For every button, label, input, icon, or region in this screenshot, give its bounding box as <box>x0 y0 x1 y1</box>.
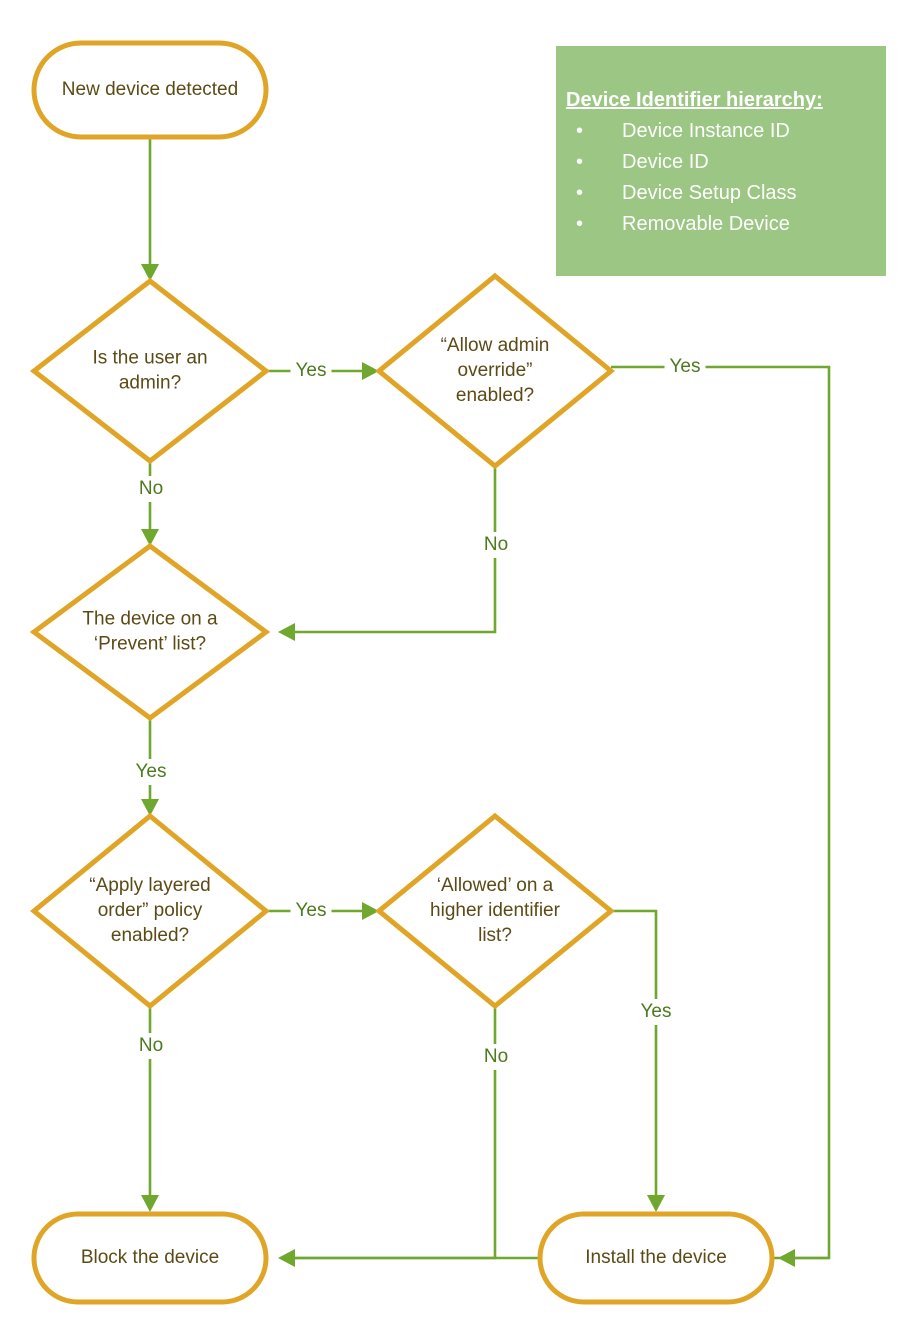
decision-diamond <box>30 812 270 1010</box>
edge-arrowhead-right <box>362 362 379 380</box>
node-label: The device on a‘Prevent’ list? <box>82 609 218 655</box>
edge-label-higher-identifier-yes: Yes <box>641 1001 672 1022</box>
node-label: Block the device <box>81 1247 219 1268</box>
decision-diamond <box>29 542 271 722</box>
edge-label-higher-identifier-no: No <box>484 1046 508 1067</box>
legend-bullet-icon: • <box>576 120 583 142</box>
edge-start-to-is-admin <box>141 137 159 281</box>
legend-layer: Device Identifier hierarchy: • Device Inst… <box>556 46 886 276</box>
legend-item-1: Device ID <box>622 151 709 173</box>
edge-arrowhead-down <box>141 799 159 816</box>
edge-label-backdrop <box>635 999 677 1025</box>
legend-item-0: Device Instance ID <box>622 120 790 142</box>
edge-label-layered-order-yes: Yes <box>296 900 327 921</box>
edge-label-backdrop <box>290 358 332 384</box>
edge-path <box>284 365 831 1260</box>
legend-bullet-icon: • <box>576 151 583 173</box>
edge-label-backdrop <box>481 1044 511 1070</box>
edge-label-prevent-list-yes: Yes <box>136 761 167 782</box>
edge-label-layered-order-no: No <box>139 1035 163 1056</box>
edge-is-admin-no <box>141 461 159 546</box>
edge-arrowhead-left <box>278 1249 295 1267</box>
terminator-shape <box>31 1211 269 1305</box>
legend-background <box>556 46 886 276</box>
legend-item-2: Device Setup Class <box>622 182 797 204</box>
edge-label-backdrop <box>290 898 332 924</box>
edge-arrowhead-down <box>647 1195 665 1212</box>
edge-arrowhead-down <box>141 264 159 281</box>
edge-label-backdrop <box>136 476 166 502</box>
decision-diamond <box>29 277 271 465</box>
edge-arrowhead-down <box>141 529 159 546</box>
edge-label-backdrop <box>664 354 706 380</box>
legend-bullet-icon: • <box>576 213 583 235</box>
edge-label-backdrop <box>130 759 172 785</box>
node-install: Install the device <box>537 1211 775 1305</box>
edge-arrowhead-down <box>141 1195 159 1212</box>
terminator-shape <box>537 1211 775 1305</box>
edge-path <box>284 1006 497 1260</box>
legend-bullet-icon: • <box>576 182 583 204</box>
edge-label-admin-override-no: No <box>484 534 508 555</box>
edge-higher-identifier-yes <box>611 909 665 1212</box>
edge-admin-override-yes-arrow <box>778 1249 829 1267</box>
edge-label-backdrop <box>136 1033 166 1059</box>
terminator-shape <box>31 40 269 140</box>
edge-path <box>284 466 497 634</box>
edge-higher-identifier-no <box>278 1006 497 1267</box>
edge-admin-override-no <box>278 466 497 641</box>
edge-arrowhead-right <box>362 902 379 920</box>
node-label: Install the device <box>585 1247 727 1268</box>
node-label: New device detected <box>62 79 238 100</box>
edge-path <box>611 909 658 1206</box>
decision-diamond <box>375 272 615 470</box>
node-block: Block the device <box>31 1211 269 1305</box>
edge-admin-override-yes <box>284 365 831 1260</box>
edge-arrowhead-left <box>278 623 295 641</box>
legend-title: Device Identifier hierarchy: <box>566 89 823 111</box>
edge-label-admin-override-yes: Yes <box>670 356 701 377</box>
node-prevent_list: The device on a‘Prevent’ list? <box>29 542 271 722</box>
edge-label-backdrop <box>481 532 511 558</box>
edge-label-is-admin-no: No <box>139 478 163 499</box>
edge-arrowhead-left <box>778 1249 795 1267</box>
node-start: New device detected <box>31 40 269 140</box>
decision-diamond <box>375 812 615 1010</box>
legend-item-3: Removable Device <box>622 213 790 235</box>
edge-label-is-admin-yes: Yes <box>296 360 327 381</box>
